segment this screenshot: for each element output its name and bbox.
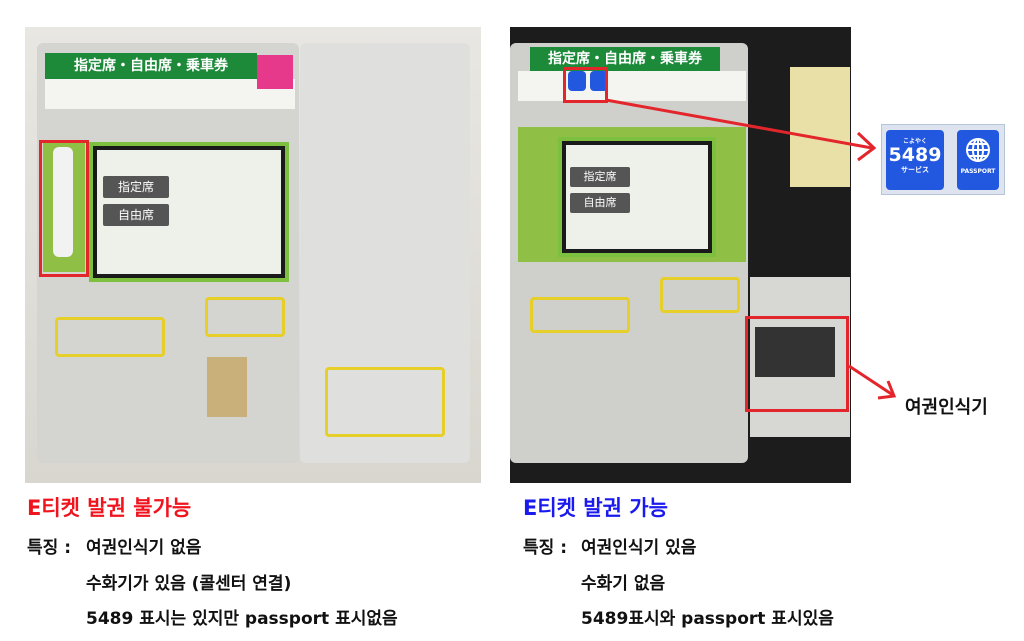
touch-screen: 指定席 自由席 (89, 142, 289, 282)
screen-button: 自由席 (103, 204, 169, 226)
arrow-to-label (848, 364, 894, 397)
coin-slot (660, 277, 740, 313)
passport-label: PASSPORT (960, 168, 996, 175)
card-slot (530, 297, 630, 333)
card-slot (55, 317, 165, 357)
left-feature: 5489 표시는 있지만 passport 표시없음 (86, 609, 398, 629)
icon-sub: サービス (901, 166, 929, 174)
machine-signage (45, 79, 295, 109)
passport-sign (590, 71, 608, 91)
arrow-to-icons (605, 98, 873, 150)
notice-poster (790, 67, 850, 187)
passport-icon: PASSPORT (957, 130, 999, 190)
icon-number: 5489 (888, 144, 942, 166)
right-feature: 여권인식기 있음 (581, 538, 697, 558)
keypad (207, 357, 247, 417)
machine-banner: 指定席・自由席・乗車券 (530, 47, 720, 71)
ticket-machine-photo-no-eticket: 指定席・自由席・乗車券 指定席 自由席 (25, 27, 481, 483)
pink-sign (257, 55, 293, 89)
handset-highlight (39, 140, 89, 277)
sign-highlight (563, 67, 608, 103)
left-title: E티켓 발권 불가능 (27, 496, 192, 520)
arrow-head (856, 131, 877, 162)
right-feature: 5489표시와 passport 표시있음 (581, 609, 834, 629)
right-feature-label: 특징 : (523, 538, 567, 558)
handset-icon (53, 147, 73, 257)
arrow-head (877, 380, 897, 400)
coin-slot (205, 297, 285, 337)
left-feature: 수화기가 있음 (콜센터 연결) (86, 574, 292, 594)
icon-kana: こよやく (902, 138, 927, 145)
right-feature: 수화기 없음 (581, 574, 666, 594)
passport-reader-highlight (745, 316, 849, 412)
left-feature-label: 특징 : (27, 538, 71, 558)
machine-signage (518, 71, 746, 101)
globe-icon (966, 138, 990, 162)
screen-button: 指定席 (570, 167, 630, 187)
adjacent-machine (300, 43, 470, 463)
icons-callout: こよやく 5489 サービス PASSPORT (881, 124, 1005, 195)
5489-sign (568, 71, 586, 91)
right-title: E티켓 발권 가능 (523, 496, 668, 520)
passport-reader-glass (755, 327, 835, 377)
touch-screen: 指定席 自由席 (558, 137, 716, 257)
screen-button: 指定席 (103, 176, 169, 198)
left-feature: 여권인식기 없음 (86, 538, 202, 558)
5489-service-icon: こよやく 5489 サービス (886, 130, 944, 190)
passport-reader-label: 여권인식기 (905, 397, 988, 418)
screen-button: 自由席 (570, 193, 630, 213)
machine-banner: 指定席・自由席・乗車券 (45, 53, 257, 79)
tray (325, 367, 445, 437)
